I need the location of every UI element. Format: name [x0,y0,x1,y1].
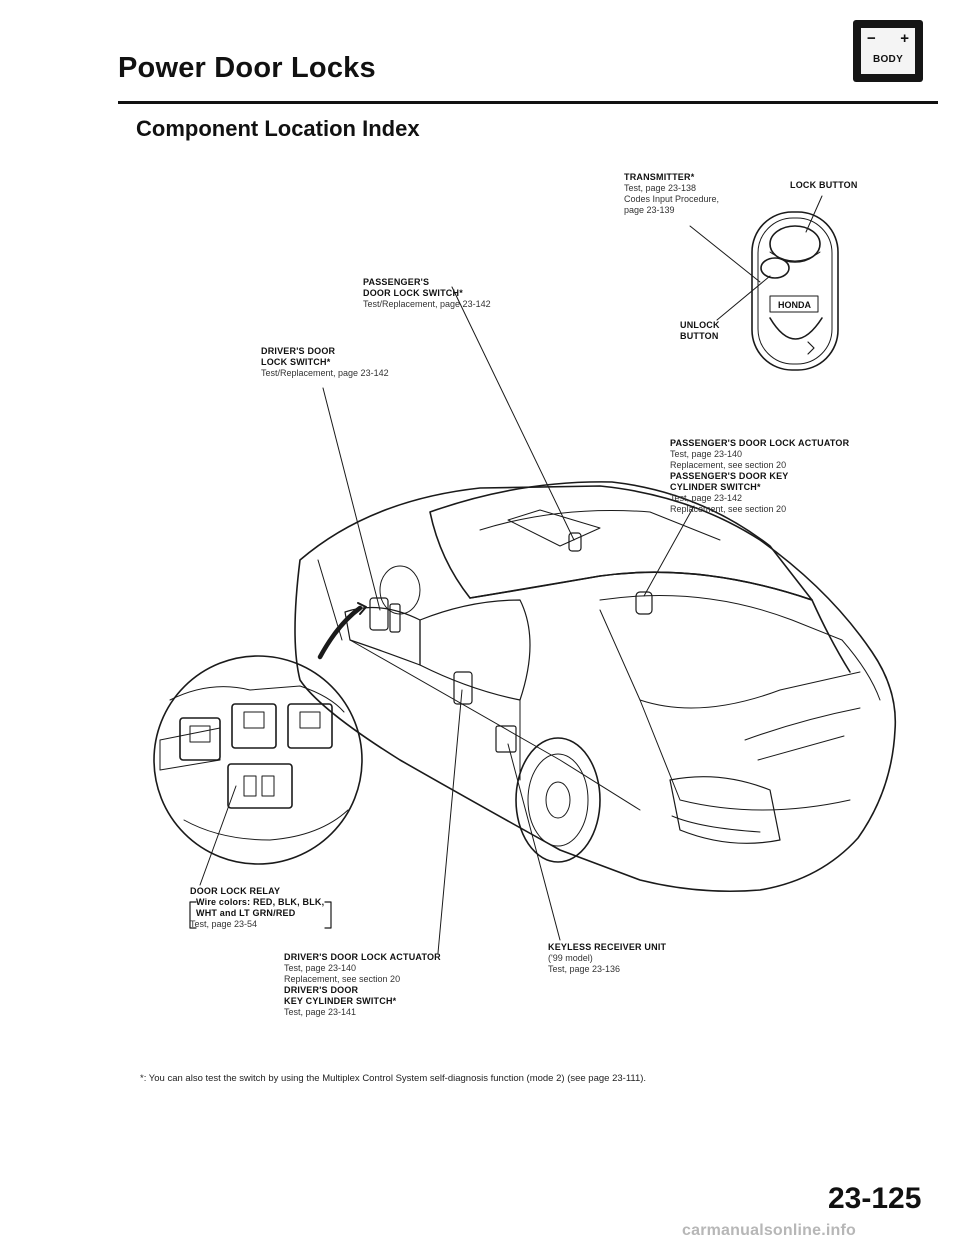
body-section-badge: − + BODY [853,20,923,82]
door-lock-relay-label: DOOR LOCK RELAY Wire colors: RED, BLK, B… [190,886,325,929]
passengers-door-lock-switch-label: PASSENGER'S DOOR LOCK SWITCH* Test/Repla… [363,277,491,309]
passengers-door-lock-actuator-label: PASSENGER'S DOOR LOCK ACTUATOR Test, pag… [670,438,850,514]
section-subtitle: Component Location Index [136,116,420,141]
page-number: 23-125 [828,1182,922,1215]
car-body [294,481,897,893]
footnote: *: You can also test the switch by using… [140,1073,647,1084]
unlock-button-label: UNLOCK BUTTON [680,320,720,341]
drivers-door-lock-switch-label: DRIVER'S DOOR LOCK SWITCH* Test/Replacem… [261,346,389,378]
transmitter-label: TRANSMITTER* Test, page 23-138 Codes Inp… [624,172,720,215]
relay-detail-circle [153,602,367,865]
drivers-door-lock-actuator-label: DRIVER'S DOOR LOCK ACTUATOR Test, page 2… [284,952,441,1017]
remote-transmitter-icon [751,211,839,371]
remote-brand-text: HONDA [778,300,811,310]
badge-plus: + [900,30,909,47]
page-title: Power Door Locks [118,52,376,84]
header-rule [118,101,938,104]
lock-button-label: LOCK BUTTON [790,180,858,190]
keyless-receiver-unit-label: KEYLESS RECEIVER UNIT ('99 model) Test, … [548,942,667,974]
watermark: carmanualsonline.info [682,1222,857,1239]
battery-icon: − + BODY [861,28,915,74]
badge-minus: − [867,30,876,47]
badge-label: BODY [872,54,904,65]
part-markers [369,532,653,753]
leader-lines [199,195,823,954]
